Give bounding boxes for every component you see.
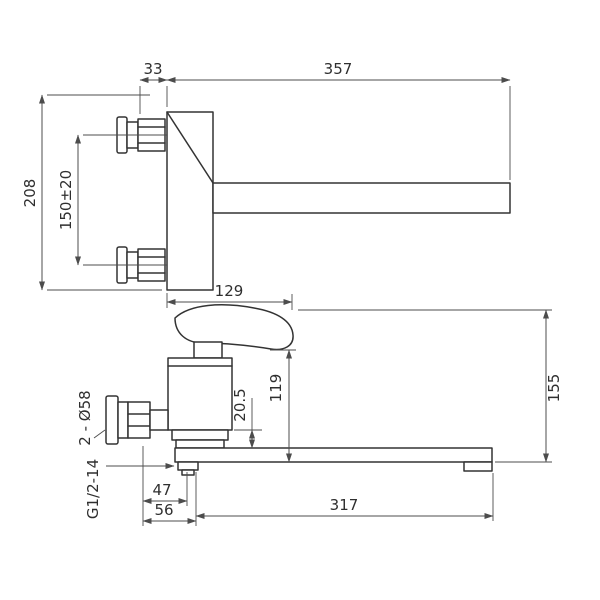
- dim-mount-spacing-label: 150±20: [57, 170, 75, 230]
- dim-overall-height-front: 208: [21, 94, 162, 291]
- dim-spout-length: 357: [166, 60, 511, 180]
- label-escutcheon: 2 - Ø58: [76, 390, 106, 446]
- label-thread-text: G1/2-14: [84, 459, 102, 519]
- dim-wall-to-body: 47: [142, 446, 188, 526]
- dim-overall-height-side-label: 155: [545, 374, 563, 403]
- body-chamfer-line: [166, 111, 214, 184]
- side-view: [105, 304, 493, 476]
- dim-spout-offset: 20.5: [231, 388, 262, 449]
- hex-nut: [127, 401, 151, 439]
- faucet-body-side: [167, 357, 233, 431]
- dim-body-drop: 119: [267, 349, 296, 463]
- aerator: [463, 461, 493, 472]
- threaded-inlet-tip: [181, 469, 195, 476]
- spout-side: [174, 447, 493, 463]
- dim-spout-reach-label: 317: [330, 496, 359, 514]
- dim-wall-to-axis-label: 56: [154, 501, 173, 519]
- front-view: [116, 111, 511, 291]
- dim-spout-offset-label: 20.5: [231, 388, 249, 421]
- lever-handle: [174, 304, 294, 351]
- label-escutcheon-text: 2 - Ø58: [76, 390, 94, 445]
- body-lower-block: [171, 429, 229, 441]
- dim-body-drop-label: 119: [267, 374, 285, 403]
- dim-wall-to-body-label: 47: [152, 481, 171, 499]
- dim-body-width: 129: [166, 282, 293, 310]
- dim-spout-length-label: 357: [324, 60, 353, 78]
- dim-body-width-label: 129: [215, 282, 244, 300]
- spout-front: [212, 182, 511, 214]
- dim-overall-height-side: 155: [298, 309, 563, 463]
- dim-spout-reach: 317: [195, 473, 494, 521]
- mount-collar: [117, 401, 129, 439]
- label-thread: G1/2-14: [84, 459, 175, 519]
- faucet-body-front: [166, 111, 214, 291]
- threaded-inlet: [177, 461, 199, 471]
- handle-neck: [193, 341, 223, 359]
- dim-mount-offset: 33: [139, 60, 168, 114]
- wall-connection-side: [105, 395, 169, 445]
- dim-overall-height-front-label: 208: [21, 179, 39, 208]
- body-base: [175, 439, 225, 449]
- dim-mount-spacing: 150±20: [57, 134, 167, 266]
- escutcheon-flange: [105, 395, 119, 445]
- inlet-pipe: [149, 409, 169, 431]
- dim-mount-offset-label: 33: [143, 60, 162, 78]
